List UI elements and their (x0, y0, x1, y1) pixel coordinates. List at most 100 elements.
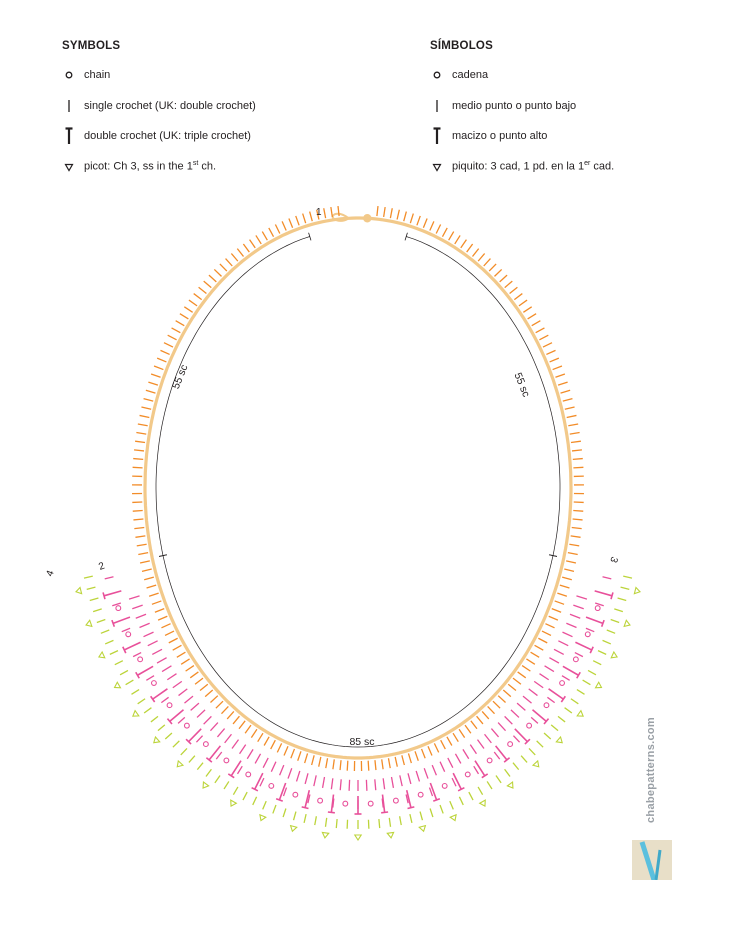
dc-stitch (548, 688, 564, 700)
sc-stitch (522, 306, 533, 313)
sc-stitch (483, 258, 491, 267)
sc-stitch (447, 757, 454, 769)
sc-stitch (606, 629, 616, 634)
sc-stitch (520, 755, 528, 763)
dc-stitch-top (503, 757, 511, 763)
sc-stitch (143, 631, 154, 638)
sc-stitch (573, 509, 584, 512)
sc-stitch (89, 597, 99, 602)
dc-stitch (208, 745, 222, 761)
sc-stitch (257, 732, 264, 743)
sc-stitch (571, 449, 583, 452)
sc-stitch (561, 675, 570, 681)
sc-stitch (533, 680, 544, 689)
sc-stitch (262, 757, 269, 769)
foundation-chain (143, 216, 573, 760)
sc-stitch (185, 664, 195, 672)
sc-stitch (487, 705, 495, 715)
sc-stitch (208, 274, 217, 283)
sc-stitch (602, 639, 612, 645)
sc-stitch (262, 800, 267, 810)
chain-stitch (317, 797, 324, 804)
sc-stitch (104, 576, 114, 580)
chain-stitch (150, 680, 157, 686)
sc-stitch (304, 773, 309, 785)
sc-stitch (274, 224, 281, 234)
sc-stitch (389, 208, 393, 219)
guide-tick (308, 232, 312, 241)
sc-stitch (541, 630, 552, 637)
sc-stitch (332, 759, 335, 770)
sc-stitch (419, 811, 424, 821)
sc-stitch (224, 733, 232, 744)
sc-stitch (193, 293, 203, 301)
sc-stitch (133, 449, 145, 452)
dc-stitch-top (227, 773, 235, 779)
dc-stitch (278, 782, 287, 801)
picot-stitch (623, 619, 631, 628)
dc-stitch-top (205, 757, 213, 763)
sc-stitch (318, 756, 322, 767)
sc-stitch (512, 762, 520, 771)
legend-row-picot: picot: Ch 3, ss in the 1st ch. (62, 152, 362, 183)
sc-stitch (295, 215, 300, 226)
dc-stitch (230, 760, 242, 777)
sc-stitch (559, 584, 570, 589)
sc-stitch (566, 414, 577, 419)
sc-stitch (440, 739, 446, 750)
picot-stitch (97, 650, 106, 659)
sc-stitch (242, 791, 248, 801)
sc-stitch (323, 208, 327, 219)
chain-stitch (245, 771, 252, 778)
picot-stitch (610, 650, 619, 659)
sc-stitch (528, 688, 538, 697)
sc-stitch (569, 613, 581, 619)
sc-stitch (282, 808, 287, 818)
dc-stitch-top (381, 811, 389, 814)
sc-stitch (282, 787, 288, 797)
sc-stitch (570, 440, 581, 444)
sc-stitch (167, 334, 177, 341)
guide-tick (548, 554, 557, 557)
picot-stitch (259, 813, 267, 822)
sc-stitch (146, 584, 157, 589)
legend-dc-label: double crochet (UK: triple crochet) (84, 130, 251, 143)
sc-stitch (119, 669, 129, 676)
sc-stitch (259, 777, 265, 787)
sc-stitch (268, 227, 275, 238)
picot-stitch (633, 586, 641, 595)
sc-stitch (439, 804, 444, 814)
sc-stitch (507, 683, 517, 692)
sc-stitch (180, 748, 188, 756)
sc-stitch (441, 227, 448, 238)
sc-stitch (313, 775, 317, 787)
sc-stitch (335, 818, 338, 829)
dc-stitch (188, 728, 202, 743)
sc-stitch (270, 761, 277, 772)
sc-stitch (416, 215, 421, 226)
sc-stitch (144, 576, 155, 581)
sc-stitch (561, 576, 572, 581)
sc-stitch (205, 768, 212, 777)
sc-stitch (471, 248, 480, 257)
stitch-count-guides (155, 232, 561, 748)
sc-stitch (458, 796, 464, 806)
dc-stitch (585, 616, 604, 625)
dc-stitch (575, 641, 593, 651)
sc-stitch (188, 299, 198, 307)
sc-stitch (230, 253, 239, 262)
picot-stitch (418, 824, 427, 833)
legend-medio-punto-label: medio punto o punto bajo (452, 99, 577, 112)
sc-stitch (215, 751, 223, 760)
sc-stitch (429, 808, 434, 818)
sc-stitch (156, 657, 167, 664)
stitch-count-left: 55 sc (170, 363, 191, 391)
chain-stitch (594, 605, 601, 612)
chain-symbol-icon (62, 70, 84, 80)
sc-stitch (114, 660, 124, 666)
sc-stitch (374, 760, 377, 771)
sc-stitch (198, 286, 207, 295)
sc-stitch (134, 526, 145, 530)
dc-stitch (123, 641, 141, 651)
sc-stitch (304, 753, 309, 764)
